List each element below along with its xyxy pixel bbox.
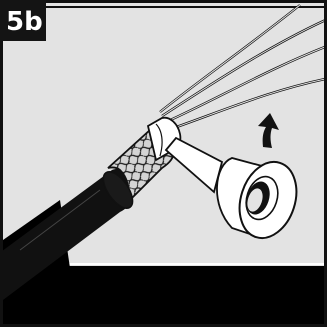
step-label: 5b bbox=[6, 7, 43, 37]
step-badge: 5b bbox=[0, 0, 46, 41]
bottom-band bbox=[3, 266, 324, 327]
